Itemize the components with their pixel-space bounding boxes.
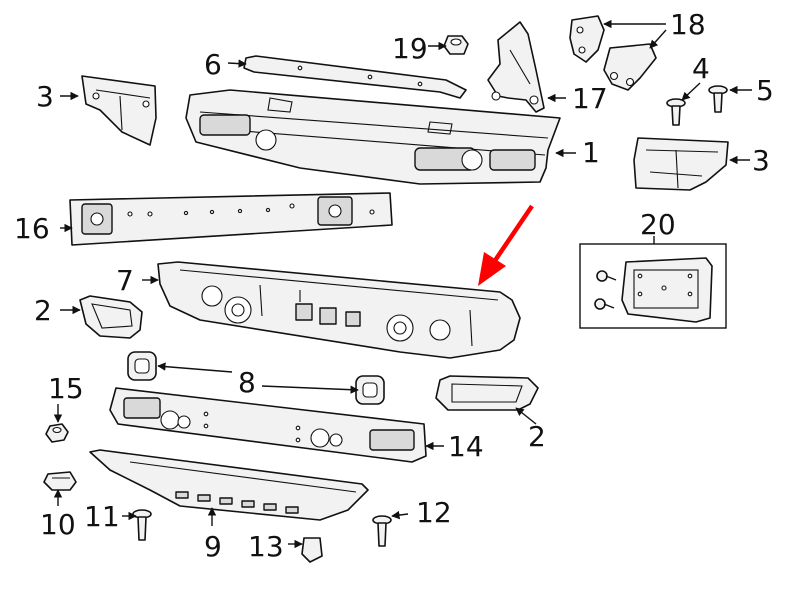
part-17-bracket [487,21,545,113]
part-19-nut [443,35,469,55]
callout-16: 16 [14,212,50,245]
part-1-bumper-cover [185,89,561,185]
part-16-reinforcement-bar [69,192,393,246]
callout-3-right: 3 [752,144,770,177]
callout-18: 18 [670,8,706,41]
part-4-bolt [666,98,686,126]
part-18-brackets [569,15,657,91]
callout-12: 12 [416,496,452,529]
part-5-bolt [708,85,728,113]
callout-15: 15 [48,372,84,405]
part-2-right-bezel [435,375,539,411]
part-9-skid-plate [89,449,369,521]
part-20-bracket-kit [579,243,727,329]
part-10-clip [43,471,77,491]
callout-1: 1 [582,136,600,169]
callout-4: 4 [692,52,710,85]
callout-8: 8 [238,366,256,399]
callout-19: 19 [392,32,428,65]
part-6-upper-strip [243,55,467,99]
part-8-grommets [127,351,385,405]
callout-2-right: 2 [528,420,546,453]
callout-20: 20 [640,208,676,241]
callout-17: 17 [572,82,608,115]
callout-10: 10 [40,508,76,541]
callout-labels: 1 2 2 3 3 4 5 6 7 8 9 10 11 12 13 14 15 … [14,8,774,563]
highlight-arrow [478,204,534,286]
part-11-bolt [132,509,152,541]
part-3-right-bracket [633,137,729,191]
callout-9: 9 [204,530,222,563]
callout-7: 7 [116,264,134,297]
part-13-plug [301,537,323,563]
part-7-energy-absorber [157,261,521,359]
part-2-left-bezel [79,295,143,339]
callout-13: 13 [248,530,284,563]
part-3-left-bracket [81,75,157,146]
callout-11: 11 [84,500,120,533]
callout-2-left: 2 [34,294,52,327]
callout-5: 5 [756,74,774,107]
callout-14: 14 [448,430,484,463]
callout-3-left: 3 [36,80,54,113]
leader-lines [53,19,752,549]
part-12-bolt [372,515,392,547]
part-14-lower-beam [109,387,427,463]
callout-6: 6 [204,48,222,81]
part-15-nut [45,423,69,443]
